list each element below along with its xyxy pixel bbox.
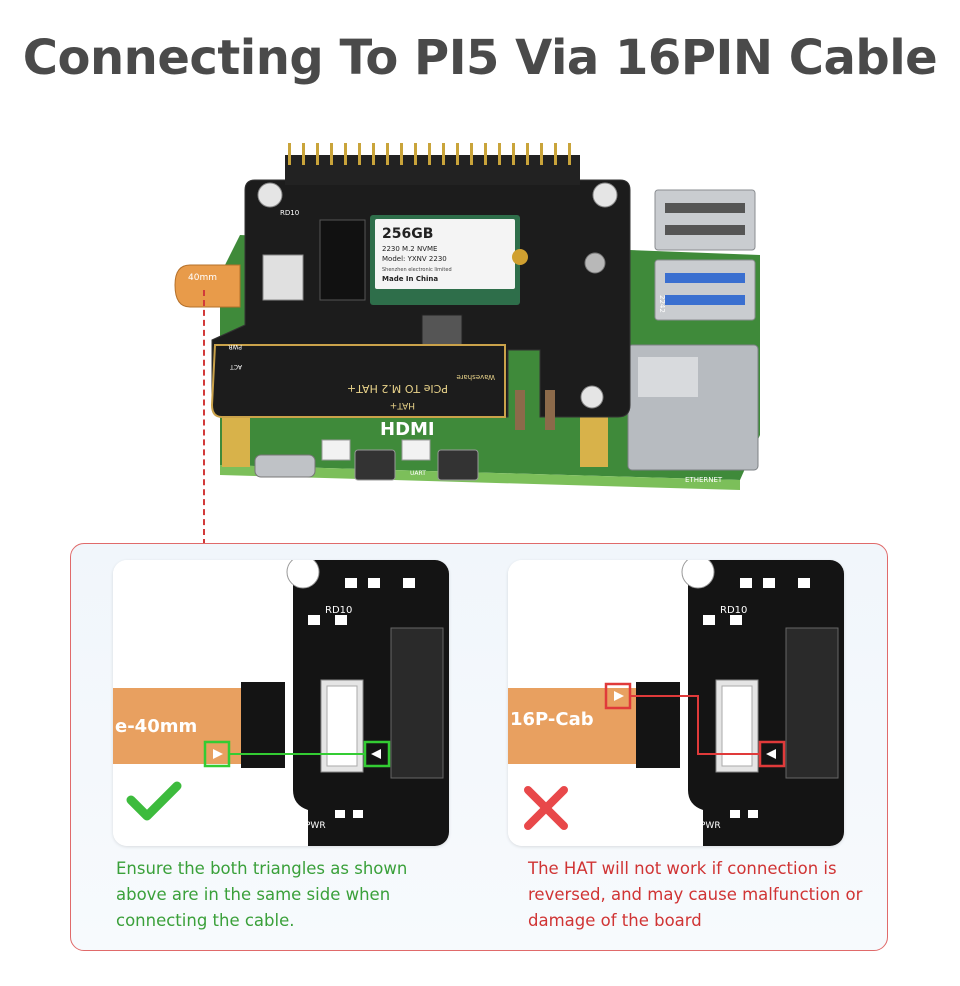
pwr-silk: PWR <box>700 821 721 831</box>
svg-text:Shenzhen electronic limited: Shenzhen electronic limited <box>382 267 452 273</box>
product-illustration: ETHERNET UART <box>160 135 780 495</box>
hat-board: 256GB 2230 M.2 NVME Model: YXNV 2230 She… <box>210 143 666 440</box>
ssd-capacity: 256GB <box>382 226 433 242</box>
rd10-silk: RD10 <box>280 209 299 217</box>
incorrect-caption: The HAT will not work if connection is r… <box>528 859 863 930</box>
cross-icon <box>524 786 568 830</box>
uart-silk: UART <box>410 470 426 477</box>
act-silk: ACT <box>230 363 242 370</box>
correct-connection-card: RD10 e-40mm PWR <box>113 560 449 846</box>
rd10-silk: RD10 <box>325 605 352 616</box>
correct-caption: Ensure the both triangles as shown above… <box>116 859 408 930</box>
cable-text: 16P-Cab <box>510 709 594 730</box>
svg-text:Model: YXNV 2230: Model: YXNV 2230 <box>382 255 447 263</box>
incorrect-connection-card: RD10 16P-Cab PWR <box>508 560 844 846</box>
check-icon <box>126 781 182 821</box>
ethernet-silk: ETHERNET <box>685 476 723 484</box>
pwr-silk: PWR <box>228 343 242 350</box>
hdmi-silk: HDMI <box>380 419 435 440</box>
page-title: Connecting To PI5 Via 16PIN Cable <box>22 30 938 86</box>
svg-text:2230 M.2 NVME: 2230 M.2 NVME <box>382 245 437 253</box>
brand-silk: Waveshare <box>456 373 495 381</box>
hat-name: PCIe TO M.2 HAT+ <box>347 382 448 395</box>
rd10-silk: RD10 <box>720 605 747 616</box>
cable-label: 40mm <box>188 273 217 283</box>
m2-2242-silk: 2242 <box>658 295 666 313</box>
pwr-silk: PWR <box>305 821 326 831</box>
svg-text:Made In China: Made In China <box>382 275 438 283</box>
cable-text: e-40mm <box>115 716 197 737</box>
hat-badge: HAT+ <box>390 400 415 410</box>
callout-line <box>203 290 205 545</box>
